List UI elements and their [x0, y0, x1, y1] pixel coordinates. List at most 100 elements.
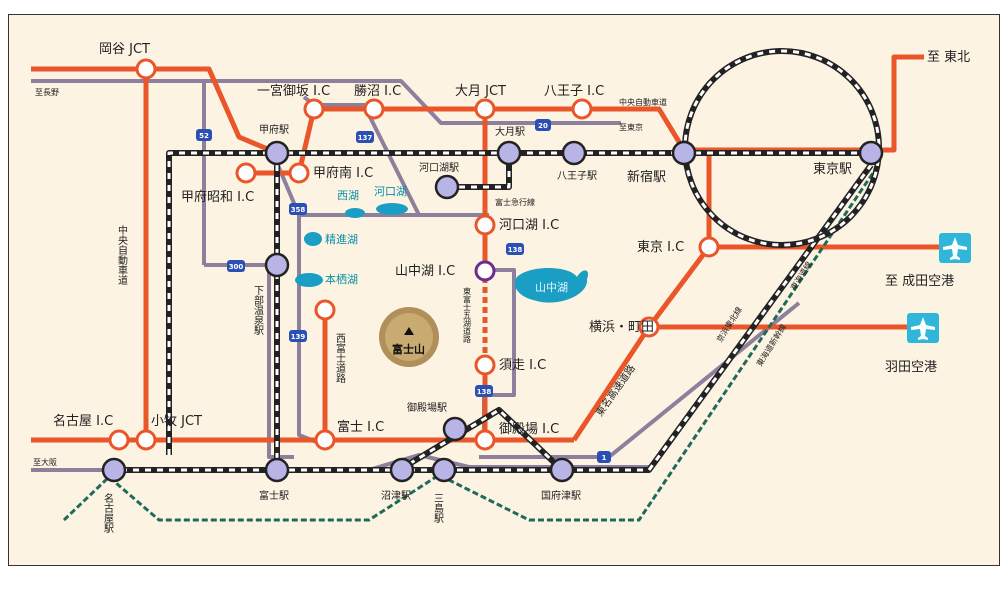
station-nagoya: [101, 457, 127, 483]
airport-haneda-icon: [907, 313, 939, 343]
expressway-kofu: [246, 106, 687, 176]
station-kawaguchiko: [434, 174, 460, 200]
route-shield-138-north: 138: [506, 243, 524, 255]
label-nagoya-ic: 名古屋 I.C: [53, 413, 113, 429]
label-kawaguchiko-lake: 河口湖: [374, 185, 407, 198]
label-tomei-expressway: 東名高速道路: [593, 362, 638, 419]
svg-text:138: 138: [477, 388, 492, 396]
label-fuji-ic: 富士 I.C: [337, 419, 384, 435]
ic-gotemba: [474, 429, 496, 451]
station-numazu: [389, 457, 415, 483]
label-tokyo-station: 東京駅: [813, 161, 852, 177]
lake-kawaguchiko: [376, 203, 408, 215]
label-keihin-line: 京浜東北線: [714, 305, 744, 344]
ic-kawaguchiko: [474, 214, 496, 236]
route-shield-137: 137: [356, 131, 374, 143]
label-chuo-expressway-right: 中央自動車道: [619, 97, 667, 107]
label-kofu-station: 甲府駅: [259, 123, 289, 136]
label-motosuko: 本栖湖: [325, 272, 358, 286]
route-shield-138-south: 138: [475, 385, 493, 397]
interchange-markers: [108, 58, 720, 451]
ic-hachioji: [571, 98, 593, 120]
expressway-chuo-north: [31, 66, 278, 156]
route-shield-20: 20: [535, 119, 551, 131]
route-map: 52 137 20 358 300 139 138 138 1: [8, 14, 1000, 566]
map-canvas: 52 137 20 358 300 139 138 138 1: [31, 42, 971, 534]
station-markers: [101, 140, 884, 483]
svg-text:358: 358: [291, 206, 306, 214]
station-mishima: [431, 457, 457, 483]
fujisan-marker: [379, 307, 439, 367]
label-higashi-fuji-road: 東富士五湖道路: [463, 286, 472, 343]
svg-text:52: 52: [199, 132, 209, 140]
svg-text:138: 138: [508, 246, 523, 254]
label-hachioji-station: 八王子駅: [557, 170, 597, 182]
label-yamanakako-lake: 山中湖: [535, 281, 568, 294]
station-fuji: [264, 457, 290, 483]
label-otsuki-station: 大月駅: [495, 125, 525, 138]
ic-komaki-jct: [135, 429, 157, 451]
label-ichinomiya-ic: 一宮御坂 I.C: [257, 83, 330, 99]
station-shinjuku: [671, 140, 697, 166]
route-shield-300: 300: [227, 260, 245, 272]
label-okaya-jct: 岡谷 JCT: [99, 42, 150, 57]
label-to-tokyo-small: 至東京: [619, 122, 643, 132]
label-kawaguchiko-station: 河口湖駅: [419, 162, 459, 174]
label-haneda: 羽田空港: [885, 360, 937, 375]
ic-nagoya: [108, 429, 130, 451]
station-gotemba: [442, 416, 468, 442]
station-shimobe-onsen: [264, 252, 290, 278]
label-katsunuma-ic: 勝沼 I.C: [354, 84, 401, 99]
lake-motosuko: [295, 273, 323, 287]
svg-text:139: 139: [291, 333, 306, 341]
ic-kofu-showa: [235, 162, 257, 184]
ic-fuji: [314, 429, 336, 451]
ic-yokohama-machida: [638, 316, 660, 338]
label-kofu-minami-ic: 甲府南 I.C: [313, 165, 373, 181]
station-kofu: [264, 140, 290, 166]
label-nishi-fuji-road: 西富士道路: [334, 333, 346, 384]
station-hachioji: [561, 140, 587, 166]
label-kawaguchiko-ic: 河口湖 I.C: [499, 218, 559, 233]
ic-subashiri: [474, 354, 496, 376]
label-fujikyu-line: 富士急行線: [495, 197, 535, 207]
lake-saiko: [345, 208, 365, 218]
lakes: [295, 203, 589, 303]
ic-otsuki-jct: [474, 98, 496, 120]
label-yamanakako-ic: 山中湖 I.C: [395, 264, 455, 279]
label-mishima-station: 三島駅: [432, 493, 444, 524]
airport-narita-icon: [939, 233, 971, 263]
ic-yamanakako: [474, 260, 496, 282]
label-subashiri-ic: 須走 I.C: [499, 358, 546, 373]
svg-text:300: 300: [229, 263, 244, 271]
label-to-nagano: 至長野: [35, 88, 59, 97]
expressway-lines: [31, 54, 939, 443]
label-fujisan: 富士山: [392, 342, 425, 356]
svg-text:20: 20: [538, 122, 548, 130]
map-labels: 岡谷 JCT 至長野 中央自動車道 一宮御坂 I.C 勝沼 I.C 大月 JCT…: [33, 42, 970, 534]
label-to-osaka: 至大阪: [33, 457, 57, 467]
label-hachioji-ic: 八王子 I.C: [544, 84, 604, 99]
label-tokyo-ic: 東京 I.C: [637, 239, 684, 255]
label-nagoya-station: 名古屋駅: [102, 492, 114, 534]
route-shield-1: 1: [597, 451, 611, 463]
route-shield-139: 139: [289, 330, 307, 342]
station-tokyo: [858, 140, 884, 166]
label-shojiko: 精進湖: [325, 233, 358, 246]
label-to-narita: 至 成田空港: [885, 274, 954, 289]
svg-text:1: 1: [602, 454, 607, 462]
station-kozu: [549, 457, 575, 483]
ic-katsunuma: [363, 98, 385, 120]
ic-tokyo: [698, 236, 720, 258]
shinkansen-lines: [62, 166, 879, 522]
station-otsuki: [496, 140, 522, 166]
ic-nishi-fuji: [314, 299, 336, 321]
lake-shojiko: [304, 232, 322, 246]
road-139: [297, 215, 320, 445]
road-kofu-river: [204, 263, 294, 459]
label-shinjuku-station: 新宿駅: [627, 169, 666, 185]
shinkansen-tokaido: [62, 166, 879, 522]
label-komaki-jct: 小牧 JCT: [151, 414, 202, 429]
label-shimobe-onsen-station: 下部温泉駅: [252, 285, 264, 336]
ic-okaya-jct: [135, 58, 157, 80]
